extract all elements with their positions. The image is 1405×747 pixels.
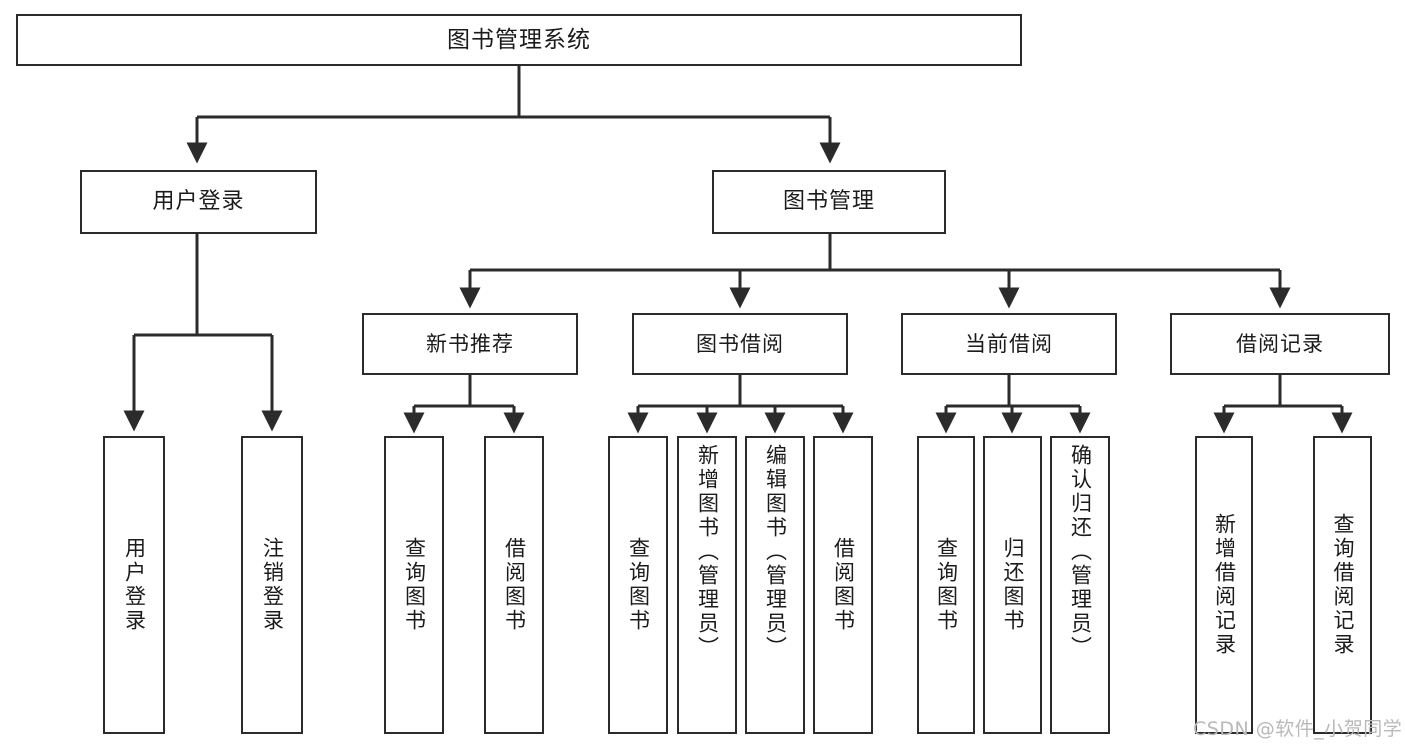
leaf-label: 归还图书 [1001,537,1025,633]
leaf-return-book[interactable]: 归还图书 [983,436,1042,734]
node-label: 图书管理 [782,189,875,215]
leaf-label: 查询图书 [934,537,959,633]
node-label: 用户登录 [152,189,245,215]
leaf-label: 借阅图书 [502,537,527,633]
leaf-query-book-recommend[interactable]: 查询图书 [384,436,444,734]
leaf-label: 新增图书（管理员） [695,444,720,660]
leaf-label: 用户登录 [122,537,147,633]
node-label: 图书管理系统 [447,26,591,53]
node-user-login[interactable]: 用户登录 [80,170,317,234]
leaf-query-book-current[interactable]: 查询图书 [917,436,975,734]
leaf-user-login[interactable]: 用户登录 [103,436,165,734]
leaf-logout[interactable]: 注销登录 [241,436,303,734]
leaf-confirm-return-admin[interactable]: 确认归还（管理员） [1050,436,1110,734]
node-book-borrow[interactable]: 图书借阅 [632,313,848,375]
leaf-label: 注销登录 [260,537,285,633]
node-book-management[interactable]: 图书管理 [712,170,946,234]
node-label: 图书借阅 [696,331,784,356]
leaf-label: 查询借阅记录 [1331,513,1355,657]
node-new-book-recommend[interactable]: 新书推荐 [362,313,578,375]
leaf-borrow-book-recommend[interactable]: 借阅图书 [484,436,544,734]
node-label: 新书推荐 [426,331,514,356]
leaf-edit-book-admin[interactable]: 编辑图书（管理员） [745,436,805,734]
leaf-label: 编辑图书（管理员） [763,444,788,660]
leaf-borrow-book[interactable]: 借阅图书 [813,436,873,734]
node-borrow-record[interactable]: 借阅记录 [1170,313,1390,375]
leaf-add-book-admin[interactable]: 新增图书（管理员） [677,436,737,734]
leaf-label: 新增借阅记录 [1212,513,1237,657]
node-label: 借阅记录 [1236,331,1324,356]
leaf-label: 借阅图书 [831,537,856,633]
node-label: 当前借阅 [965,331,1053,356]
leaf-add-borrow-record[interactable]: 新增借阅记录 [1195,436,1253,734]
leaf-label: 查询图书 [626,537,651,633]
leaf-query-book-borrow[interactable]: 查询图书 [608,436,668,734]
leaf-query-borrow-record[interactable]: 查询借阅记录 [1313,436,1372,734]
leaf-label: 查询图书 [402,537,427,633]
leaf-label: 确认归还（管理员） [1068,444,1093,660]
node-root-system[interactable]: 图书管理系统 [16,14,1022,66]
node-current-borrow[interactable]: 当前借阅 [901,313,1117,375]
